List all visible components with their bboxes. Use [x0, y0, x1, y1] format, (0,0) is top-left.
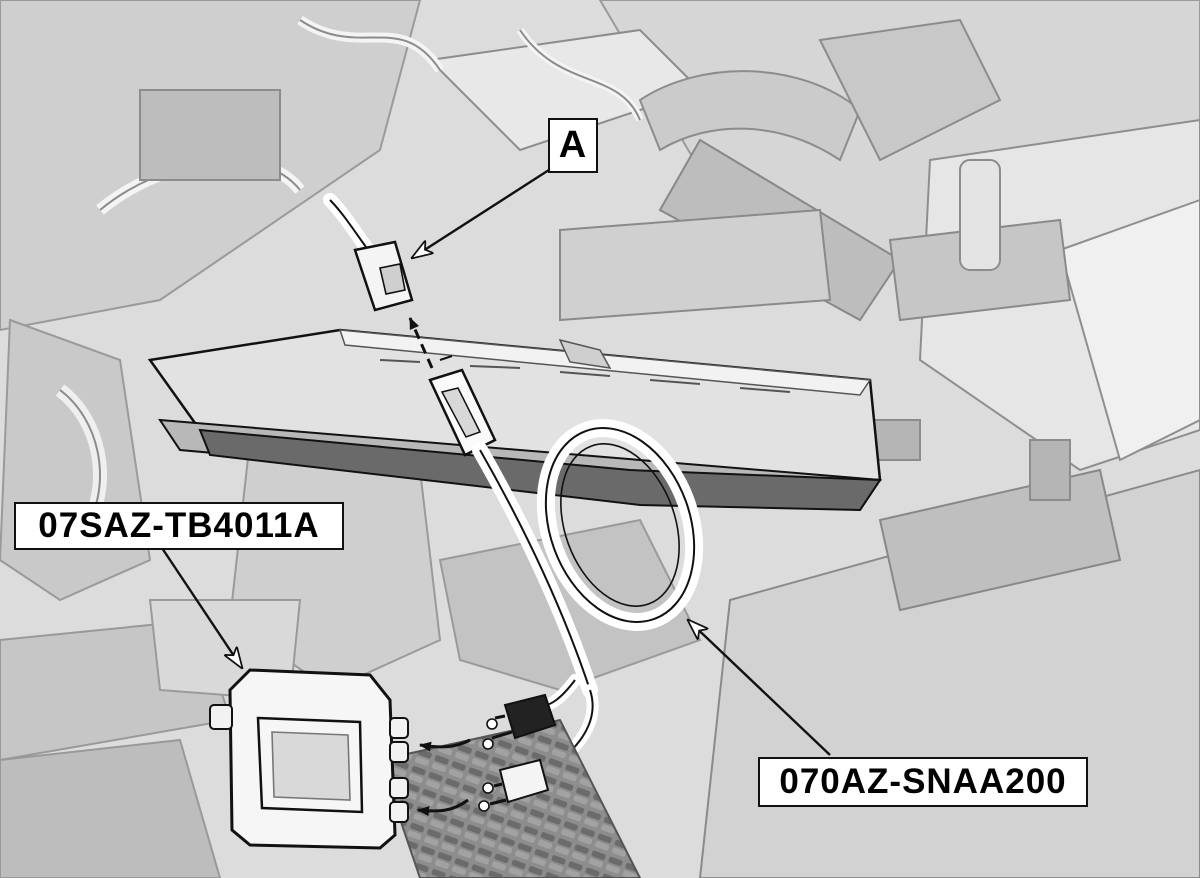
wiring-harness — [472, 419, 704, 776]
harness-end-plugs — [478, 693, 557, 812]
plug-in-arrows — [408, 317, 471, 817]
callout-label-a: A — [548, 118, 598, 173]
callout-label-control-box: 07SAZ-TB4011A — [14, 502, 344, 550]
callout-label-harness: 070AZ-SNAA200 — [758, 757, 1088, 807]
harness-plug — [428, 355, 497, 457]
connector-a — [323, 193, 414, 312]
dash-control-unit — [147, 328, 882, 512]
accessory-control-box — [209, 668, 409, 850]
callout-leaders — [161, 166, 831, 756]
